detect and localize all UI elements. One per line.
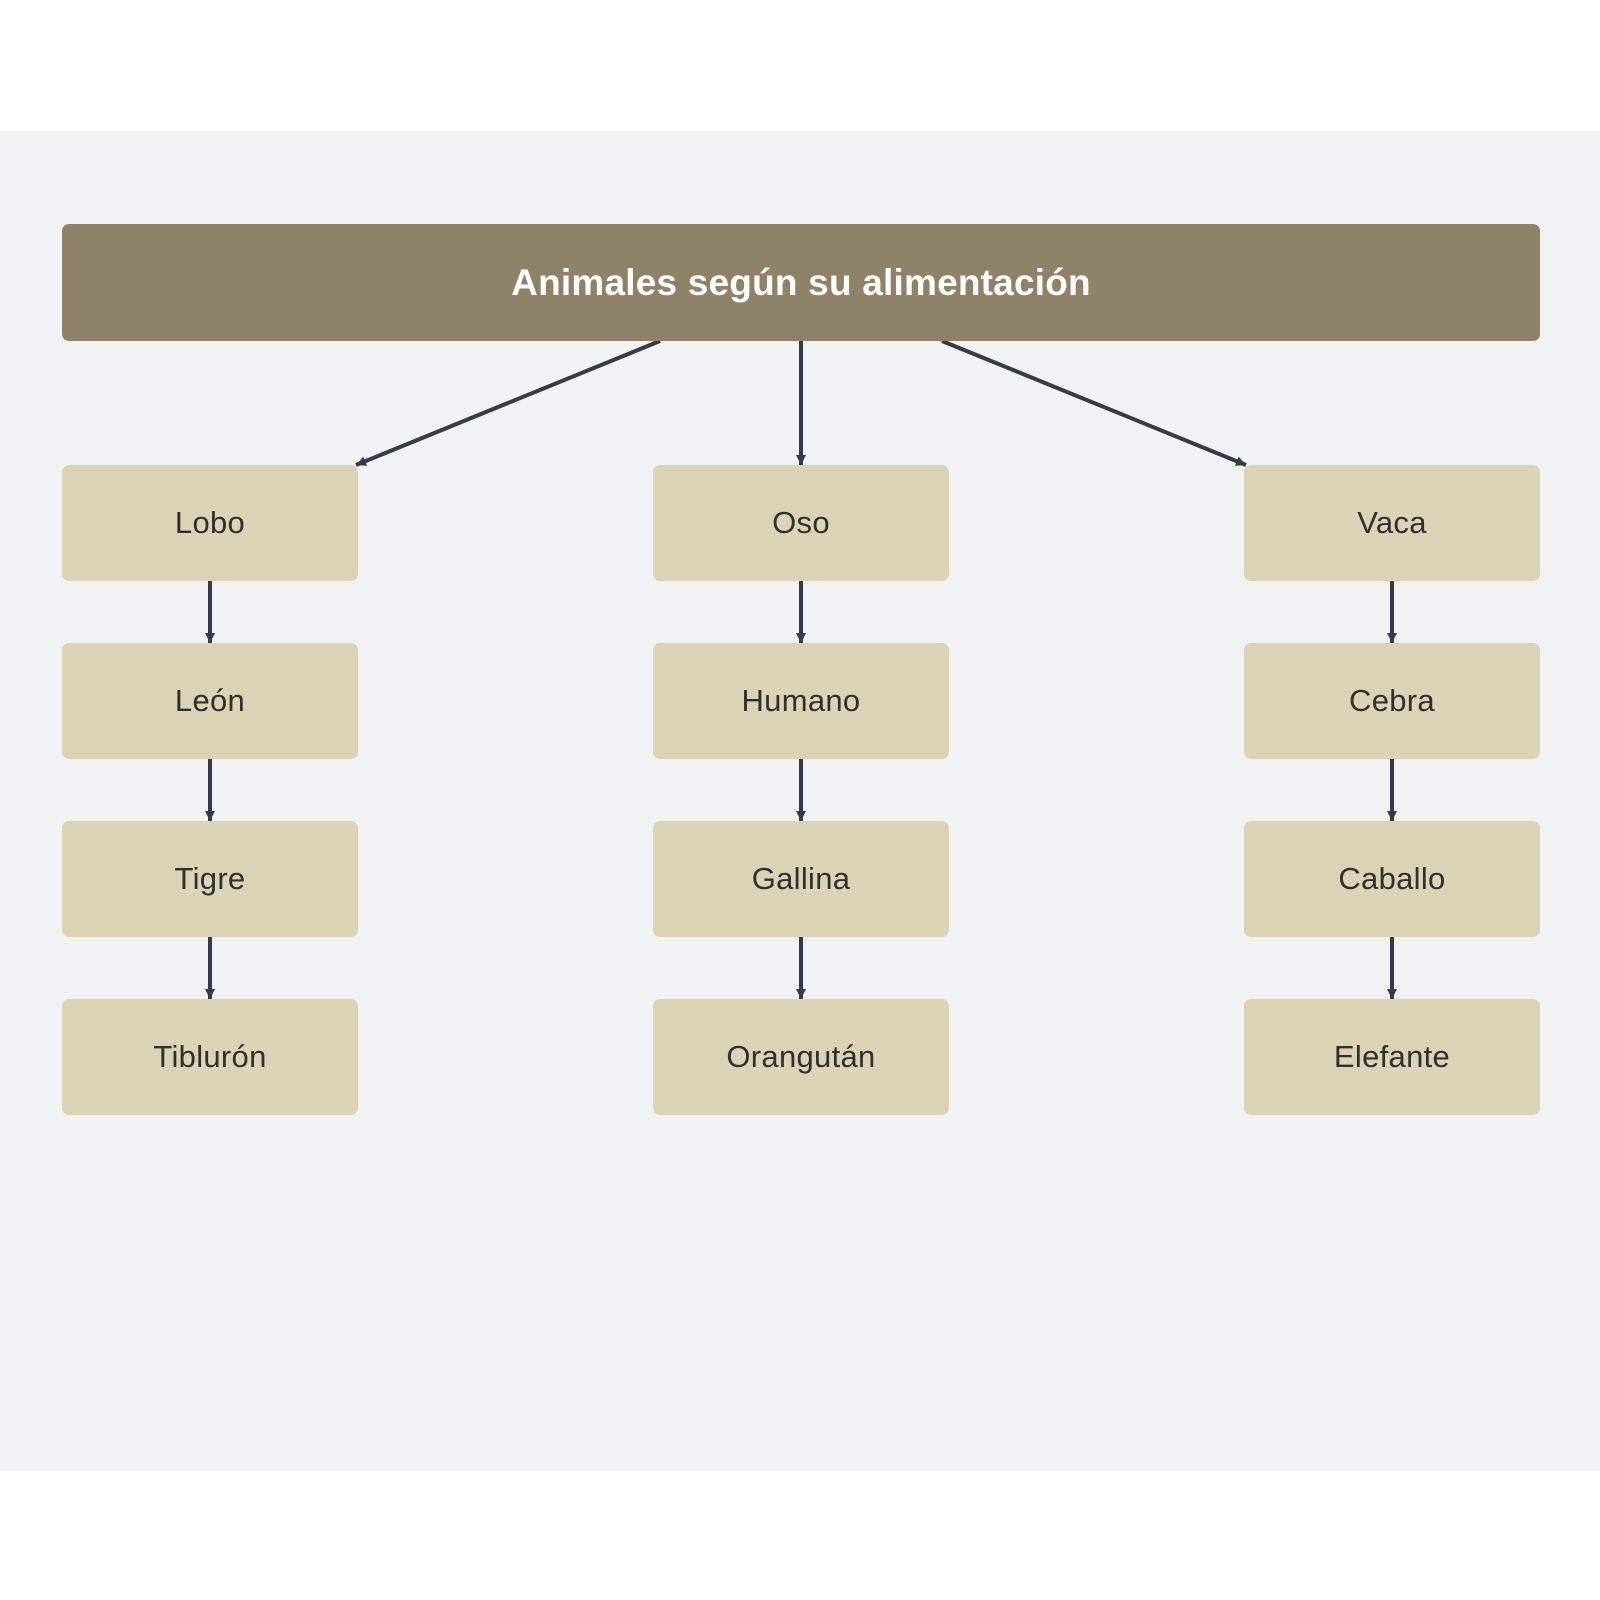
node-label: León [174,683,246,718]
node-gallina: Gallina [653,821,949,937]
node-tigre: Tigre [62,821,358,937]
node-leon: León [62,643,358,759]
node-label: Tiblurón [153,1039,267,1074]
node-lobo: Lobo [62,465,358,581]
node-tibluron: Tiblurón [62,999,358,1115]
connector-arrow-title-col3 [941,339,1247,467]
node-label: Tigre [174,861,246,896]
node-label: Elefante [1333,1039,1451,1074]
node-label: Lobo [174,505,246,540]
node-vaca: Vaca [1244,465,1540,581]
node-label: Gallina [751,861,851,896]
node-humano: Humano [653,643,949,759]
node-label: Humano [741,683,861,718]
edge-group [205,339,1397,999]
node-caballo: Caballo [1244,821,1540,937]
node-oso: Oso [653,465,949,581]
node-label: Cebra [1349,683,1435,718]
diagram-title: Animales según su alimentación [511,261,1091,303]
node-elefante: Elefante [1244,999,1540,1115]
connector-arrow-title-col1 [355,339,661,467]
node-label: Caballo [1338,861,1446,896]
node-orangutan: Orangután [653,999,949,1115]
node-label: Oso [772,505,830,540]
node-label: Orangután [726,1039,876,1074]
title-node: Animales según su alimentación [62,224,1540,341]
node-cebra: Cebra [1244,643,1540,759]
node-label: Vaca [1357,505,1427,540]
